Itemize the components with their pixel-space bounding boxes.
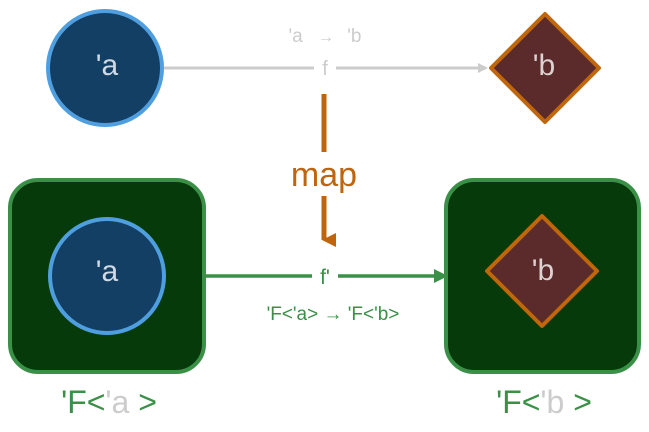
source-value-label: 'a: [96, 49, 119, 82]
bottom-signature: 'F<'a> → 'F<'b>: [267, 304, 400, 325]
map-label: map: [291, 156, 357, 194]
source-caption-suffix: >: [129, 384, 157, 420]
wrapped-target-label: 'b: [532, 254, 554, 287]
top-signature: 'a → 'b: [289, 26, 362, 47]
top-signature-from: 'a: [289, 26, 304, 47]
target-caption-param: 'b: [540, 384, 564, 420]
wrapped-source-circle: [48, 217, 166, 335]
target-functor-caption: 'F<'b >: [496, 384, 592, 420]
top-signature-arrow: →: [318, 29, 334, 46]
source-caption-prefix: 'F<: [61, 384, 105, 420]
top-arrow-label: f: [322, 58, 328, 80]
top-signature-to: 'b: [347, 26, 361, 47]
target-value-label: 'b: [533, 49, 555, 82]
target-value-diamond: [489, 12, 601, 124]
wrapped-source-label: 'a: [96, 255, 119, 288]
bottom-arrow-label: f': [320, 266, 330, 289]
source-functor-caption: 'F<'a >: [61, 384, 157, 420]
source-value-circle: [46, 9, 164, 127]
wrapped-target-diamond: [485, 214, 599, 328]
source-caption-param: 'a: [105, 384, 129, 420]
target-caption-prefix: 'F<: [496, 384, 540, 420]
target-caption-suffix: >: [564, 384, 592, 420]
